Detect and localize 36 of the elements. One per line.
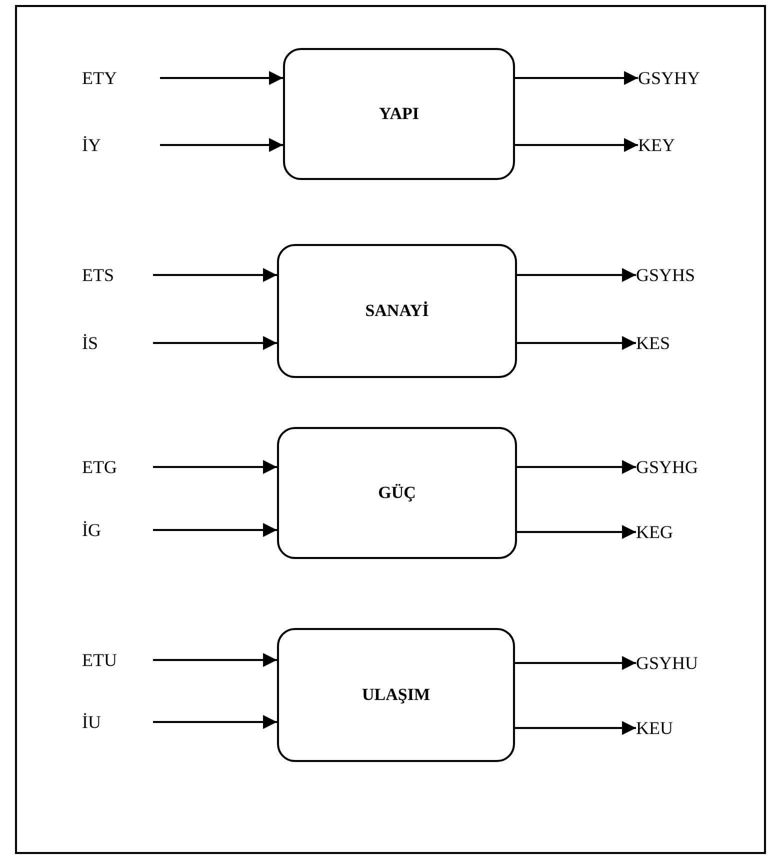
arrow xyxy=(160,138,283,152)
arrow xyxy=(517,525,636,539)
input-label: ETU xyxy=(82,648,153,672)
input-label: ETG xyxy=(82,455,153,479)
arrow xyxy=(153,268,277,282)
arrow xyxy=(517,460,636,474)
input-label: ETY xyxy=(82,66,160,90)
input-label: ETS xyxy=(82,263,153,287)
arrow xyxy=(153,336,277,350)
input-label: İS xyxy=(82,331,153,355)
output-label: GSYHG xyxy=(636,455,736,479)
process-box: ULAŞIM xyxy=(277,628,515,762)
input-label: İU xyxy=(82,710,153,734)
arrow xyxy=(153,523,277,537)
arrow xyxy=(153,460,277,474)
process-box: YAPI xyxy=(283,48,515,180)
arrow xyxy=(153,653,277,667)
arrow xyxy=(515,721,636,735)
output-label: KEU xyxy=(636,716,736,740)
arrow xyxy=(515,138,638,152)
output-label: GSYHS xyxy=(636,263,736,287)
process-box: SANAYİ xyxy=(277,244,517,378)
arrow xyxy=(517,336,636,350)
output-label: GSYHU xyxy=(636,651,736,675)
arrow xyxy=(517,268,636,282)
arrow xyxy=(153,715,277,729)
process-box: GÜÇ xyxy=(277,427,517,559)
output-label: KEY xyxy=(638,133,738,157)
output-label: GSYHY xyxy=(638,66,738,90)
input-label: İY xyxy=(82,133,160,157)
output-label: KEG xyxy=(636,520,736,544)
arrow xyxy=(515,656,636,670)
output-label: KES xyxy=(636,331,736,355)
arrow xyxy=(160,71,283,85)
input-label: İG xyxy=(82,518,153,542)
arrow xyxy=(515,71,638,85)
